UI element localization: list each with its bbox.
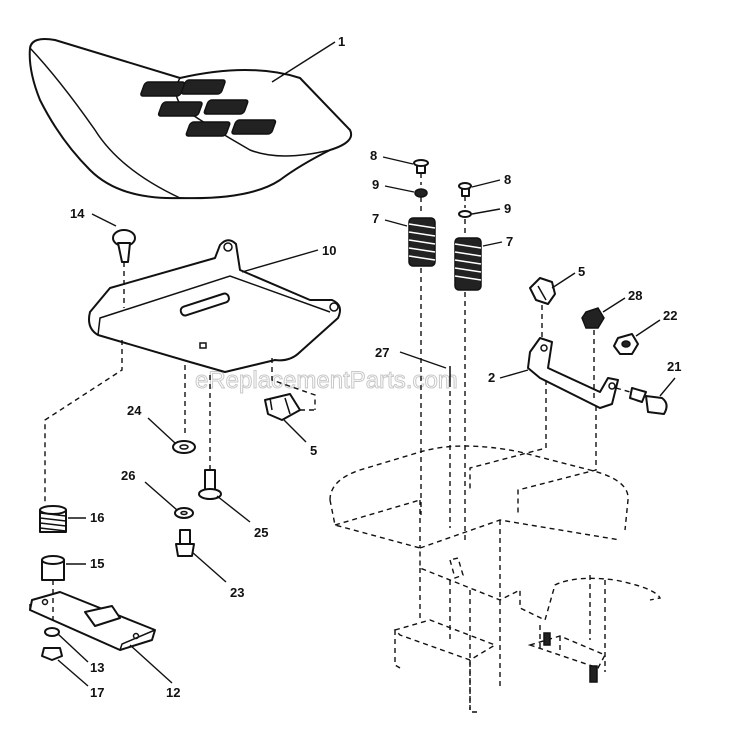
watermark: eReplacementParts.com <box>195 367 458 394</box>
slide-plate-12-part <box>29 591 156 651</box>
callout-26: 26 <box>121 468 135 483</box>
bolt-21-part <box>629 387 668 415</box>
pivot-bracket-2-part <box>527 337 619 409</box>
callout-2: 2 <box>488 370 495 385</box>
frame-stud-2-part <box>543 632 551 646</box>
callout-14: 14 <box>70 206 85 221</box>
seat-grip-pads <box>140 79 277 137</box>
callout-9-left: 9 <box>372 177 379 192</box>
nut-22-part <box>613 333 639 355</box>
nut-17-part <box>41 647 63 661</box>
callout-28: 28 <box>628 288 642 303</box>
callout-7-right: 7 <box>506 234 513 249</box>
callout-8-left: 8 <box>370 148 377 163</box>
washer-24-part <box>172 440 196 454</box>
clevis-pin-part <box>112 229 136 263</box>
callout-10: 10 <box>322 243 336 258</box>
frame-reference-outline <box>329 445 662 713</box>
washer-9-left-part <box>414 188 428 198</box>
spring-7-right-part <box>454 237 482 291</box>
callout-15: 15 <box>90 556 104 571</box>
callout-27: 27 <box>375 345 389 360</box>
seat-part <box>28 38 352 200</box>
callout-16: 16 <box>90 510 104 525</box>
washer-26-part <box>174 507 194 519</box>
callout-13: 13 <box>90 660 104 675</box>
callout-8-right: 8 <box>504 172 511 187</box>
bolt-25-part <box>198 469 222 500</box>
cap-screw-8-left-part <box>413 159 429 174</box>
callout-23: 23 <box>230 585 244 600</box>
seat-pan-part <box>88 239 341 373</box>
callout-7-left: 7 <box>372 211 379 226</box>
callout-17: 17 <box>90 685 104 700</box>
frame-stud-part <box>589 665 598 683</box>
spring-7-left-part <box>408 217 436 267</box>
callout-1: 1 <box>338 34 345 49</box>
washer-13-part <box>44 627 60 637</box>
washer-9-right-part <box>458 210 472 218</box>
callout-22: 22 <box>663 308 677 323</box>
callout-24: 24 <box>127 403 142 418</box>
bolt-23-part <box>175 529 195 557</box>
bushing-15-part <box>41 555 65 581</box>
callout-21: 21 <box>667 359 681 374</box>
callout-25: 25 <box>254 525 268 540</box>
callout-9-right: 9 <box>504 201 511 216</box>
callout-12: 12 <box>166 685 180 700</box>
callout-5-lower: 5 <box>310 443 317 458</box>
spring-16-part <box>39 505 67 533</box>
knob-5-upper-part <box>529 277 556 305</box>
cap-screw-8-right-part <box>458 182 472 197</box>
knob-5-lower-part <box>264 393 301 421</box>
callout-5-upper: 5 <box>578 264 585 279</box>
nut-28-part <box>581 307 605 329</box>
